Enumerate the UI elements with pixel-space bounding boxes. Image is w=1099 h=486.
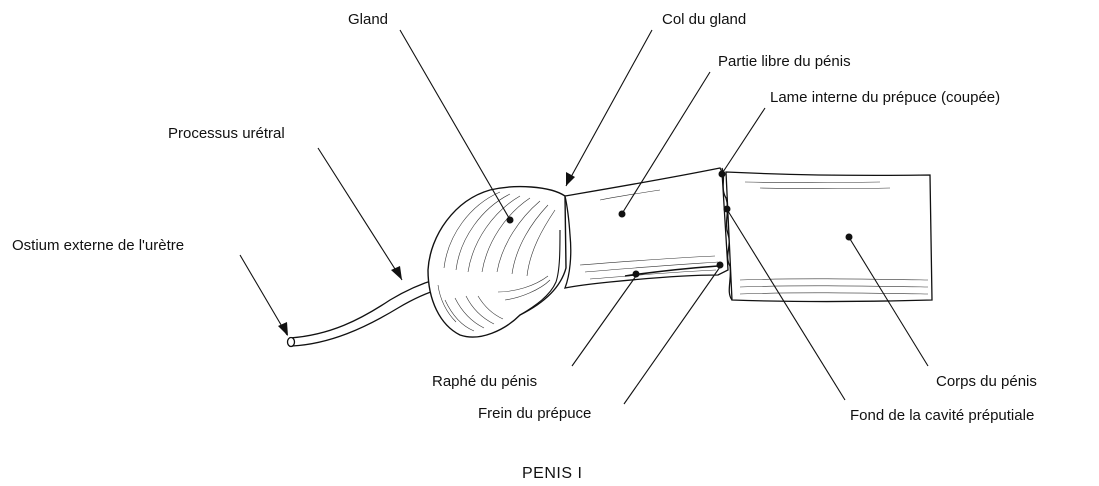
penis-free-part — [565, 168, 728, 288]
leader-lame-interne — [723, 108, 765, 172]
label-fond-cavite: Fond de la cavité préputiale — [850, 407, 1034, 424]
leader-col-du-gland — [566, 30, 652, 186]
partie-libre-dot — [619, 211, 626, 218]
glans — [428, 187, 566, 337]
urethral-ostium — [288, 338, 295, 347]
leader-raphe — [572, 276, 636, 366]
fond-cavite-dot — [724, 206, 731, 213]
leader-processus-uretral — [318, 148, 402, 280]
penis-illustration — [288, 168, 933, 347]
arrowhead-col-du-gland — [566, 172, 575, 186]
label-partie-libre: Partie libre du pénis — [718, 53, 851, 70]
label-ostium-externe: Ostium externe de l'urètre — [12, 237, 184, 254]
label-corps: Corps du pénis — [936, 373, 1037, 390]
label-processus-uretral: Processus urétral — [168, 125, 285, 142]
figure-caption: PENIS I — [522, 465, 582, 482]
label-gland: Gland — [348, 11, 388, 28]
label-col-du-gland: Col du gland — [662, 11, 746, 28]
leader-gland — [400, 30, 509, 218]
penis-body — [726, 172, 932, 302]
leader-frein — [624, 267, 720, 404]
label-lame-interne: Lame interne du prépuce (coupée) — [770, 89, 1000, 106]
lame-interne-dot — [719, 171, 726, 178]
leader-ostium-externe — [240, 255, 287, 335]
label-raphe: Raphé du pénis — [432, 373, 537, 390]
label-frein: Frein du prépuce — [478, 405, 591, 422]
arrowhead-ostium-externe — [278, 322, 288, 336]
gland-dot — [507, 217, 514, 224]
arrowhead-processus-uretral — [391, 266, 402, 280]
corps-dot — [846, 234, 853, 241]
